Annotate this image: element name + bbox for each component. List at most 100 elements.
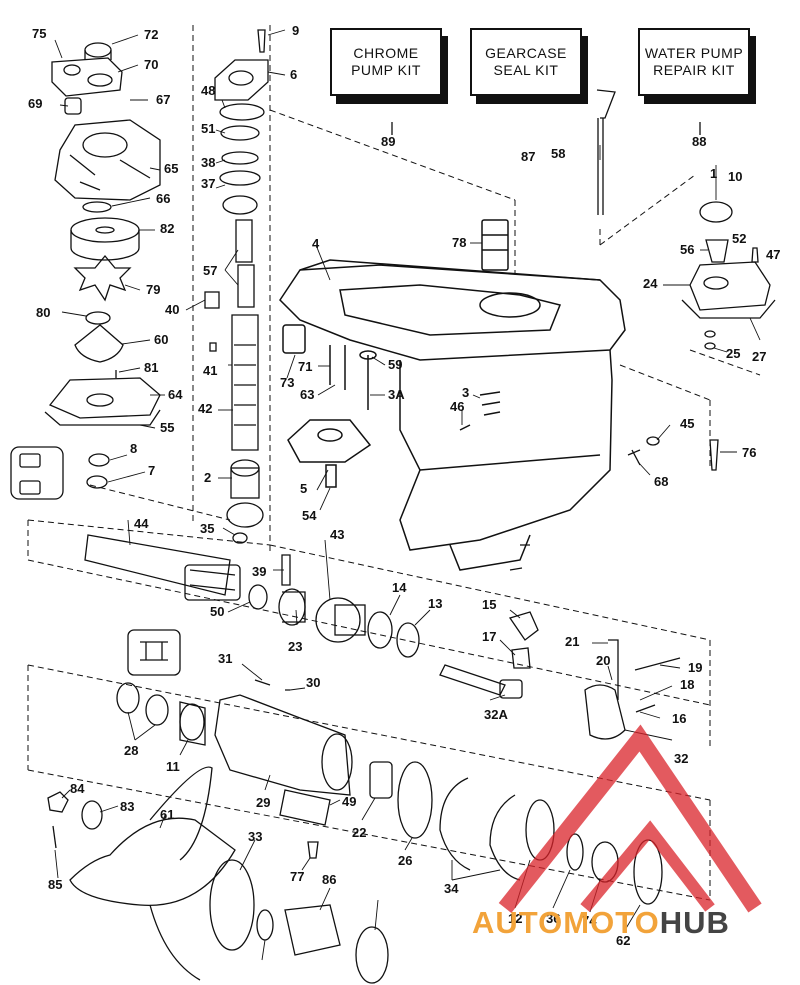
part-label: 87 [521, 149, 536, 164]
part-label: 66 [156, 191, 171, 206]
part-label: 34 [444, 881, 459, 896]
part-label: 80 [36, 305, 51, 320]
part-label: 86 [322, 872, 337, 887]
part-label: 78 [452, 235, 467, 250]
part-label: 58 [551, 146, 566, 161]
part-label: 43 [330, 527, 345, 542]
part-label: 17 [482, 629, 497, 644]
part-label: 23 [288, 639, 303, 654]
part-label: 84 [70, 781, 85, 796]
part-label: 32 [674, 751, 689, 766]
part-label: 62 [616, 933, 631, 948]
driveshaft-assembly [204, 29, 269, 544]
chrome-pump-kit-box: CHROME PUMP KIT [330, 28, 442, 96]
part-label: 31 [218, 651, 233, 666]
part-label: 72 [144, 27, 159, 42]
part-label: 12 [508, 911, 523, 926]
part-label: 29 [256, 795, 271, 810]
part-label: 21 [565, 634, 580, 649]
part-label: 73 [280, 375, 295, 390]
watermark-logo: AUTOMOTOHUB [472, 905, 730, 941]
part-label: 16 [672, 711, 687, 726]
part-label: 1 [710, 166, 718, 181]
part-label: 24 [643, 276, 658, 291]
gearcase-seal-kit-label: GEARCASE SEAL KIT [485, 45, 567, 78]
part-label: 42 [198, 401, 213, 416]
part-label: 7 [148, 463, 156, 478]
part-label: 69 [28, 96, 43, 111]
part-label: 41 [203, 363, 218, 378]
part-label: 48 [201, 83, 216, 98]
part-label: 5 [300, 481, 308, 496]
part-label: 44 [134, 516, 149, 531]
part-label: 19 [688, 660, 703, 675]
part-label: 36 [546, 911, 561, 926]
part-label: 55 [160, 420, 175, 435]
part-label: 64 [168, 387, 183, 402]
part-label: 38 [201, 155, 216, 170]
part-label: 54 [302, 508, 317, 523]
part-label: 50 [210, 604, 225, 619]
part-label: 68 [654, 474, 669, 489]
part-label: 11 [166, 759, 180, 774]
part-label: 32A [484, 707, 508, 722]
part-label: 75 [32, 26, 47, 41]
shift-housing [596, 89, 776, 471]
part-label: 28 [124, 743, 139, 758]
part-label: 26 [398, 853, 413, 868]
part-label: 81 [144, 360, 159, 375]
part-label: 74 [582, 913, 597, 928]
bearing-housing-row [116, 629, 663, 905]
part-label: 71 [298, 359, 313, 374]
part-label: 3 [462, 385, 470, 400]
part-label: 15 [482, 597, 497, 612]
part-label: 65 [164, 161, 179, 176]
watermark-triangle [498, 724, 762, 913]
part-label: 83 [120, 799, 135, 814]
part-label: 59 [388, 357, 403, 372]
part-label: 56 [680, 242, 695, 257]
part-label: 25 [726, 346, 741, 361]
water-pump-assembly [10, 42, 161, 500]
water-pump-repair-kit-box: WATER PUMP REPAIR KIT [638, 28, 750, 96]
part-label: 46 [450, 399, 465, 414]
part-label: 40 [165, 302, 180, 317]
part-label: 61 [160, 807, 175, 822]
part-label: 13 [428, 596, 443, 611]
part-label: 57 [203, 263, 218, 278]
part-label: 52 [732, 231, 747, 246]
part-label: 3A [388, 387, 405, 402]
part-label: 45 [680, 416, 695, 431]
part-label: 6 [290, 67, 298, 82]
part-label: 77 [290, 869, 305, 884]
part-label: 22 [352, 825, 367, 840]
part-label: 27 [752, 349, 767, 364]
part-label: 35 [200, 521, 215, 536]
part-label: 4 [312, 236, 320, 251]
gearcase-housing [279, 219, 626, 571]
watermark-text-part2: HUB [659, 905, 730, 940]
part-label: 39 [252, 564, 267, 579]
part-label: 30 [306, 675, 321, 690]
propshaft-row [84, 534, 681, 740]
part-label: 37 [201, 176, 216, 191]
part-label: 67 [156, 92, 171, 107]
chrome-pump-kit-label: CHROME PUMP KIT [351, 45, 421, 78]
part-label: 10 [728, 169, 743, 184]
part-label: 89 [381, 134, 396, 149]
part-label: 47 [766, 247, 781, 262]
part-label: 9 [292, 23, 300, 38]
part-label: 82 [160, 221, 175, 236]
part-label: 8 [130, 441, 138, 456]
gearcase-seal-kit-box: GEARCASE SEAL KIT [470, 28, 582, 96]
part-label: 88 [692, 134, 707, 149]
part-label: 18 [680, 677, 695, 692]
part-label: 14 [392, 580, 407, 595]
part-label: 51 [201, 121, 216, 136]
part-label: 60 [154, 332, 169, 347]
water-pump-repair-kit-label: WATER PUMP REPAIR KIT [644, 45, 744, 78]
propeller-row [47, 766, 389, 984]
part-label: 79 [146, 282, 161, 297]
part-label: 2 [204, 470, 212, 485]
